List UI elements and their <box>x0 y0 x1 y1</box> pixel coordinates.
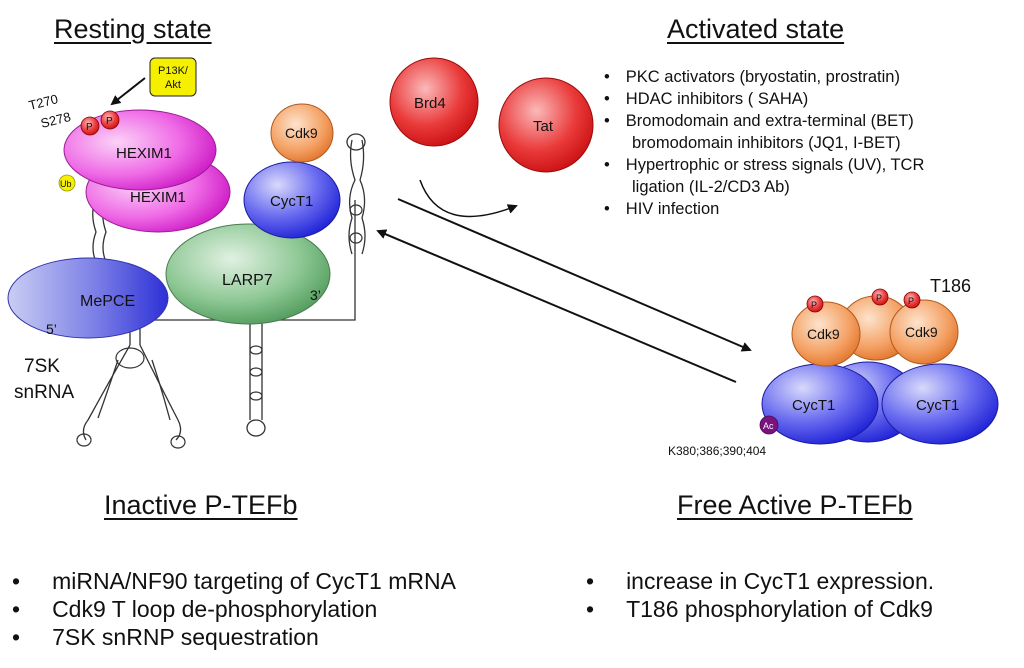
three-prime-label: 3’ <box>310 287 321 303</box>
brd4-label: Brd4 <box>414 95 446 112</box>
list-item: •HDAC inhibitors ( SAHA) <box>604 90 809 108</box>
snrna-label: snRNA <box>14 382 75 403</box>
phospho-label: P <box>908 296 914 306</box>
cdk9-protein <box>270 103 334 163</box>
rna-loops <box>76 204 363 449</box>
resting-state-heading: Resting state <box>54 14 212 44</box>
cyct1-protein <box>881 363 999 445</box>
site-t270-label: T270 <box>27 91 59 113</box>
lysine-sites-label: K380;386;390;404 <box>668 444 766 458</box>
list-item: ligation (IL-2/CD3 Ab) <box>632 178 790 196</box>
activation-arrow <box>397 198 752 352</box>
cyct1-label: CycT1 <box>270 193 313 210</box>
phospho-marker <box>80 116 100 136</box>
five-prime-label: 5’ <box>46 321 57 337</box>
cdk9-label: Cdk9 <box>807 326 840 342</box>
activation-signals-list: •PKC activators (bryostatin, prostratin)… <box>604 66 924 220</box>
phospho-marker <box>871 288 889 306</box>
activation-list: •increase in CycT1 expression. •T186 pho… <box>586 567 934 623</box>
hexim1-upper-label: HEXIM1 <box>116 145 172 162</box>
list-item: bromodomain inhibitors (JQ1, I-BET) <box>632 134 901 152</box>
pi3k-akt-label-line2: Akt <box>165 79 181 91</box>
cdk9-label: Cdk9 <box>905 324 938 340</box>
recruitment-arrow <box>419 179 518 218</box>
cdk9-protein <box>791 301 861 367</box>
pi3k-akt-box <box>149 57 197 97</box>
list-item: •HIV infection <box>604 200 720 218</box>
list-item: •miRNA/NF90 targeting of CycT1 mRNA <box>12 568 456 594</box>
list-item: •Bromodomain and extra-terminal (BET) <box>604 112 914 130</box>
tat-protein <box>498 77 594 173</box>
phospho-label: P <box>811 300 817 310</box>
hexim1-upper <box>63 109 217 191</box>
inactivation-list: •miRNA/NF90 targeting of CycT1 mRNA •Cdk… <box>12 567 456 651</box>
list-item: •Cdk9 T loop de-phosphorylation <box>12 596 378 622</box>
ubiquitin-label: Ub <box>60 179 72 189</box>
phospho-label: P <box>876 293 882 303</box>
7sk-label: 7SK <box>24 356 60 377</box>
activated-state-heading: Activated state <box>667 14 845 44</box>
phospho-label: P <box>106 116 113 127</box>
cyct1-label: CycT1 <box>792 397 835 414</box>
mepce-protein <box>7 257 169 339</box>
larp7-protein <box>165 223 331 325</box>
inactive-ptefb-heading: Inactive P-TEFb <box>104 490 298 520</box>
phospho-marker <box>100 110 120 130</box>
brd4-protein <box>389 57 479 147</box>
active-ptefb-heading: Free Active P-TEFb <box>677 490 913 520</box>
cyct1-label: CycT1 <box>916 397 959 414</box>
list-item: •increase in CycT1 expression. <box>586 568 935 594</box>
acetyl-label: Ac <box>763 421 774 431</box>
phospho-marker <box>903 291 921 309</box>
ubiquitin-marker <box>58 174 76 192</box>
hexim1-lower-label: HEXIM1 <box>130 189 186 206</box>
cdk9-protein <box>889 299 959 365</box>
larp7-label: LARP7 <box>222 272 273 289</box>
t186-label: T186 <box>930 276 971 296</box>
inactivation-arrow <box>376 229 737 383</box>
acetyl-marker <box>759 415 779 435</box>
tat-label: Tat <box>533 118 554 135</box>
cdk9-label: Cdk9 <box>285 125 318 141</box>
cyct1-protein <box>243 161 341 239</box>
phospho-label: P <box>86 122 93 133</box>
list-item: •7SK snRNP sequestration <box>12 624 319 650</box>
phospho-marker <box>806 295 824 313</box>
mepce-label: MePCE <box>80 293 135 310</box>
list-item: •T186 phosphorylation of Cdk9 <box>586 596 933 622</box>
pi3k-akt-label-line1: P13K/ <box>158 65 189 77</box>
kinase-arrow <box>110 77 146 106</box>
site-s278-label: S278 <box>39 109 72 131</box>
list-item: •PKC activators (bryostatin, prostratin) <box>604 68 900 86</box>
list-item: •Hypertrophic or stress signals (UV), TC… <box>604 156 925 174</box>
